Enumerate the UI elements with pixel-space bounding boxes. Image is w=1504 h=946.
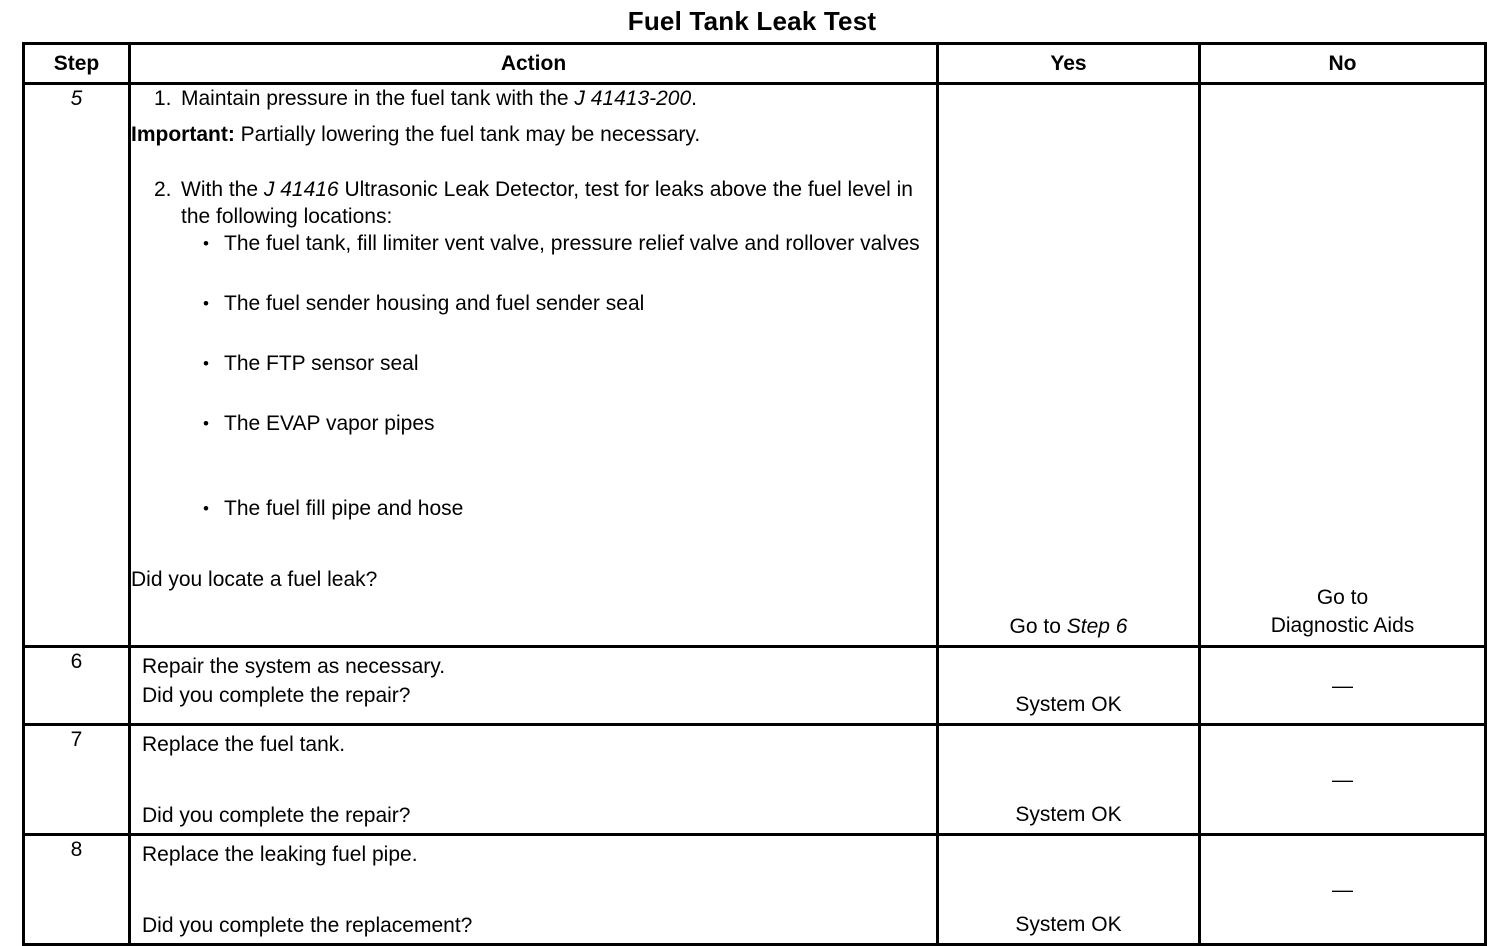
yes-answer-content: System OK bbox=[1015, 913, 1122, 936]
yes-answer-content: Go to Step 6 bbox=[939, 613, 1198, 640]
no-answer-cell: — bbox=[1198, 723, 1487, 836]
no-answer-cell: Go to Diagnostic Aids bbox=[1198, 82, 1487, 648]
step-action-cell: Replace the leaking fuel pipe. Did you c… bbox=[128, 833, 939, 946]
no-answer-cell: — bbox=[1198, 645, 1487, 726]
important-note: Important: Partially lowering the fuel t… bbox=[131, 121, 936, 148]
table-row: 5 1. Maintain pressure in the fuel tank w… bbox=[22, 82, 1487, 648]
action-question: Did you locate a fuel leak? bbox=[131, 568, 378, 591]
important-label: Important: bbox=[131, 123, 235, 146]
step-number: 8 bbox=[22, 833, 131, 946]
step-number: 7 bbox=[22, 723, 131, 836]
list-item-label: The EVAP vapor pipes bbox=[224, 412, 435, 435]
inspection-locations-list: • The fuel tank, fill limiter vent valve,… bbox=[131, 230, 936, 522]
list-item: • The FTP sensor seal bbox=[199, 350, 936, 377]
list-item: • The fuel tank, fill limiter vent valve,… bbox=[199, 230, 936, 257]
yes-answer-content: System OK bbox=[1015, 693, 1122, 716]
no-answer-content: Go to Diagnostic Aids bbox=[1201, 584, 1484, 640]
no-answer-content: — bbox=[1332, 674, 1353, 697]
step-action-cell: 1. Maintain pressure in the fuel tank wit… bbox=[128, 82, 939, 648]
item-text-after: Ultrasonic Leak Detector, test for leaks… bbox=[181, 178, 913, 228]
item-text-after: . bbox=[691, 87, 697, 110]
goto-prefix: Go to bbox=[1316, 586, 1369, 609]
action-question: Did you complete the repair? bbox=[142, 804, 411, 827]
tool-reference: J 41413-200 bbox=[574, 87, 692, 110]
list-item-label: The FTP sensor seal bbox=[224, 352, 419, 375]
no-answer-content: — bbox=[1332, 878, 1353, 901]
yes-answer-cell: System OK bbox=[936, 723, 1201, 836]
item-text-before: With the bbox=[181, 178, 264, 201]
column-header-yes: Yes bbox=[936, 42, 1201, 85]
step-action-cell: Repair the system as necessary. Did you … bbox=[128, 645, 939, 726]
list-item: • The EVAP vapor pipes bbox=[199, 410, 936, 437]
list-item-label: The fuel fill pipe and hose bbox=[224, 497, 464, 520]
yes-answer-cell: System OK bbox=[936, 833, 1201, 946]
column-header-no: No bbox=[1198, 42, 1487, 85]
column-header-action: Action bbox=[128, 42, 939, 85]
step-number: 6 bbox=[22, 645, 131, 726]
yes-answer-cell: Go to Step 6 bbox=[936, 82, 1201, 648]
no-answer-cell: — bbox=[1198, 833, 1487, 946]
page-title: Fuel Tank Leak Test bbox=[627, 6, 877, 36]
list-item: • The fuel fill pipe and hose bbox=[199, 495, 936, 522]
list-item: • The fuel sender housing and fuel sender… bbox=[199, 290, 936, 317]
action-numbered-item-2: 2. With the J 41416 Ultrasonic Leak Detec… bbox=[154, 176, 936, 230]
step-number: 5 bbox=[22, 82, 131, 648]
action-question: Did you complete the repair? bbox=[142, 684, 411, 707]
goto-target: Diagnostic Aids bbox=[1270, 614, 1415, 637]
bullet-icon: • bbox=[203, 354, 209, 373]
action-numbered-item-1: 1. Maintain pressure in the fuel tank wit… bbox=[154, 85, 936, 112]
column-header-step: Step bbox=[22, 42, 131, 85]
table-row: 7 Replace the fuel tank. Did you complet… bbox=[22, 723, 1487, 836]
bullet-icon: • bbox=[203, 414, 209, 433]
list-item-label: The fuel tank, fill limiter vent valve, … bbox=[224, 232, 920, 255]
item-number: 2. bbox=[154, 178, 172, 201]
yes-answer-cell: System OK bbox=[936, 645, 1201, 726]
tool-reference: J 41416 bbox=[263, 178, 339, 201]
item-number: 1. bbox=[154, 87, 172, 110]
no-answer-content: — bbox=[1332, 768, 1353, 791]
list-item-label: The fuel sender housing and fuel sender … bbox=[224, 292, 645, 315]
table-row: 8 Replace the leaking fuel pipe. Did you… bbox=[22, 833, 1487, 946]
bullet-icon: • bbox=[203, 499, 209, 518]
action-question: Did you complete the replacement? bbox=[142, 914, 473, 937]
action-instruction: Replace the leaking fuel pipe. bbox=[142, 843, 418, 866]
action-instruction: Repair the system as necessary. bbox=[142, 655, 446, 678]
bullet-icon: • bbox=[203, 294, 209, 313]
table-row: 6 Repair the system as necessary. Did yo… bbox=[22, 645, 1487, 726]
bullet-icon: • bbox=[203, 234, 209, 253]
step-action-cell: Replace the fuel tank. Did you complete … bbox=[128, 723, 939, 836]
yes-answer-content: System OK bbox=[1015, 803, 1122, 826]
item-text-before: Maintain pressure in the fuel tank with … bbox=[181, 87, 575, 110]
spacer bbox=[131, 148, 936, 176]
action-instruction: Replace the fuel tank. bbox=[142, 733, 346, 756]
goto-target: Step 6 bbox=[1066, 615, 1128, 638]
important-text: Partially lowering the fuel tank may be … bbox=[234, 123, 701, 146]
goto-prefix: Go to bbox=[1009, 615, 1067, 638]
diagnostic-steps-table: Step Action Yes No 5 1. Maintain pressure… bbox=[22, 42, 1487, 946]
table-header-row: Step Action Yes No bbox=[22, 42, 1487, 85]
